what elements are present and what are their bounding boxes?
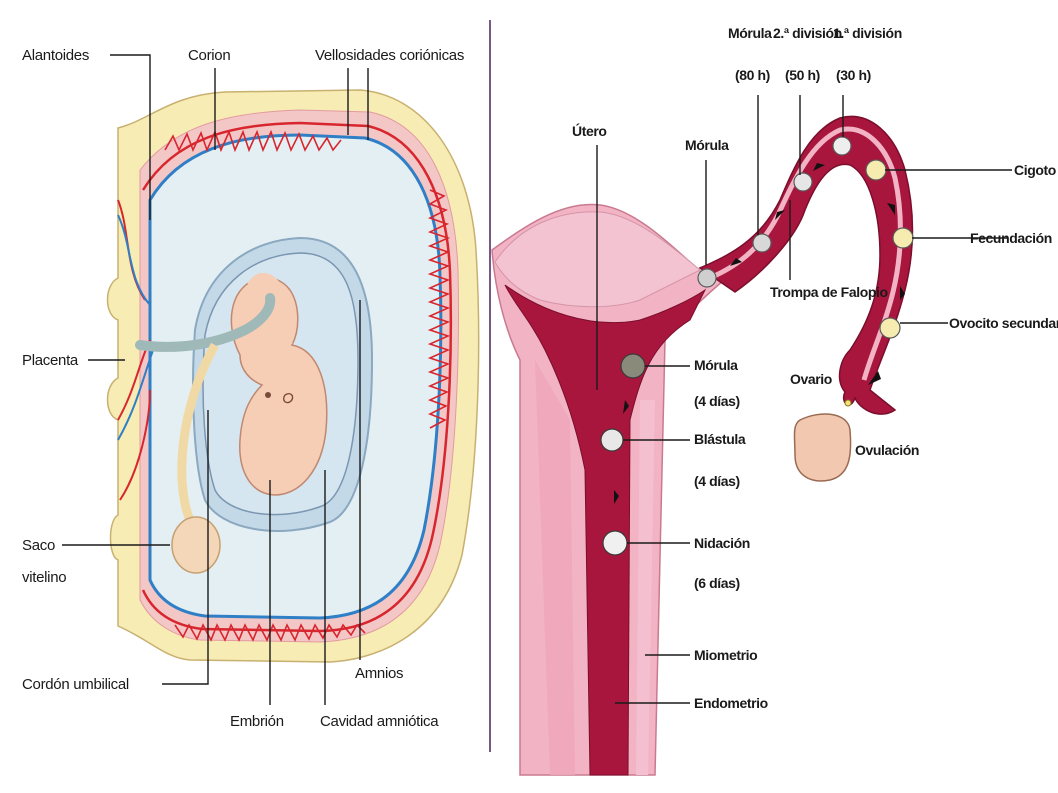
fertilization-cell [892,227,914,249]
label-miometrio: Miometrio [694,647,757,663]
label-alantoides: Alantoides [22,47,89,64]
oocyte-secondary-cell [879,317,901,339]
second-division-cell [793,172,813,192]
morula-4dias-cell [620,353,646,379]
morula-80h-cell [752,233,772,253]
label-utero: Útero [572,122,607,139]
label-morula-top: Mórula [728,25,772,41]
label-saco: Saco [22,537,55,554]
villi-right [427,189,451,429]
placenta-vessels-blue [117,214,156,441]
embryo-leader-lines [62,54,369,705]
morula-tube-cell [697,268,717,288]
label-division1: 1.ª división [833,25,902,41]
nidacion-cell [602,530,628,556]
label-trompa: Trompa de Falopio [770,284,888,300]
label-division2: 2.ª división [773,25,842,41]
yolk-sac [171,516,221,574]
label-blastula: Blástula [694,431,746,447]
uterus-right-lining [636,400,655,775]
label-placenta: Placenta [22,352,79,369]
label-80h: (80 h) [735,67,770,83]
blastula-cell [600,428,624,452]
label-vitelino: vitelino [22,569,66,586]
ovulated-oocyte [844,399,852,407]
label-fecundacion: Fecundación [970,230,1052,246]
label-corion: Corion [188,47,230,64]
yolk-sac-stalk [177,342,219,527]
label-morula-tube: Mórula [685,137,729,153]
embryo-eye [265,392,271,398]
label-ovocito: Ovocito secundario [949,315,1058,331]
uterus-labels: Mórula 2.ª división 1.ª división (80 h) … [572,25,1058,711]
label-dias-4b: (4 días) [694,473,740,489]
label-dias-6: (6 días) [694,575,740,591]
villi-top [164,129,342,153]
zygote-cell [865,159,887,181]
label-nidacion: Nidación [694,535,750,551]
first-division-cell [832,136,852,156]
label-50h: (50 h) [785,67,820,83]
label-dias-4a: (4 días) [694,393,740,409]
embryo-body [230,276,328,496]
label-embrion: Embrión [230,713,284,730]
direction-arrows [614,163,905,504]
label-cigoto: Cigoto [1014,162,1056,178]
cavity-cells [600,353,646,556]
uterus-endometrium [504,284,707,776]
chorion-vessel-red [141,121,453,633]
label-vellosidades: Vellosidades coriónicas [315,47,464,64]
label-30h: (30 h) [836,67,871,83]
allantois-stalk [247,273,293,347]
label-endometrio: Endometrio [694,695,768,711]
tube-cells [697,136,914,339]
fallopian-tube [698,115,914,415]
uterus-inner-lining [535,360,575,775]
label-amnios: Amnios [355,665,403,682]
label-morula-4dias: Mórula [694,357,738,373]
label-ovulacion: Ovulación [855,442,919,458]
uterus-leader-lines [596,95,1012,704]
embryo-illustration [106,89,480,663]
umbilical-cord [135,293,276,352]
label-ovario: Ovario [790,371,832,387]
uterus-illustration [491,115,914,776]
fallopian-tube-wall [704,126,903,381]
label-cavidad: Cavidad amniótica [320,713,439,730]
embryo-limb [282,392,294,404]
embryo-labels: Alantoides Corion Vellosidades coriónica… [22,47,464,730]
ovary [793,413,852,482]
label-cordon: Cordón umbilical [22,676,129,693]
